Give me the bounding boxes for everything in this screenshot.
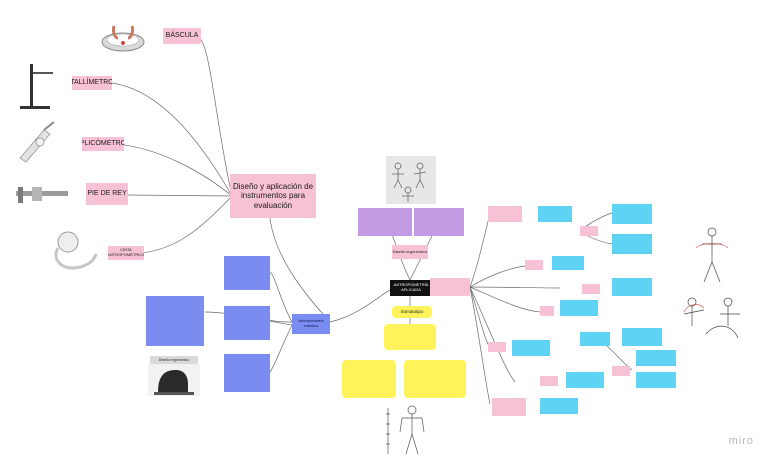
yellow-somatotype[interactable]: Somatotipo — [392, 306, 432, 318]
cyan-2[interactable] — [552, 256, 584, 270]
cyan-12[interactable] — [566, 372, 604, 388]
link-center-hub — [269, 217, 331, 323]
link-center-bascula — [197, 36, 233, 197]
instrument-cinta[interactable]: CINTA ANTROPOMÉTRICA — [108, 246, 144, 260]
scale-icon — [98, 20, 148, 54]
equipment-photo — [148, 364, 200, 396]
link-hub-anthro — [329, 289, 391, 323]
right-pink-4[interactable] — [582, 284, 600, 294]
tape-icon — [48, 226, 98, 272]
cyan-9[interactable] — [512, 340, 550, 356]
ergonomic-design[interactable]: Diseño ergonómico — [392, 245, 428, 259]
left-hub[interactable]: Antropometría estática — [292, 314, 330, 334]
link-hub-note3 — [269, 324, 293, 373]
yellow-note-1[interactable] — [384, 324, 436, 350]
stadiometer-icon — [16, 62, 60, 110]
link-center-cinta — [139, 195, 233, 254]
cyan-5[interactable] — [612, 278, 652, 296]
right-pink-5[interactable] — [540, 306, 554, 316]
pose-figure-chart — [386, 156, 436, 204]
link-right-6 — [469, 286, 516, 383]
equipment-label: Diseño ergonómico — [150, 356, 198, 364]
caliper-icon — [14, 118, 60, 166]
link-center-tallimetro — [111, 82, 233, 197]
purple-note-left[interactable] — [358, 208, 412, 236]
left-note-3[interactable] — [224, 354, 270, 392]
yellow-note-3[interactable] — [404, 360, 466, 398]
right-pink-9[interactable] — [492, 398, 526, 416]
instrument-plicometro[interactable]: PLICÓMETRO — [82, 137, 124, 151]
cyan-1[interactable] — [538, 206, 572, 222]
right-pink-7[interactable] — [612, 366, 630, 376]
joint-angles-figure — [676, 222, 750, 352]
yellow-note-2[interactable] — [342, 360, 396, 398]
central-topic[interactable]: Diseño y aplicación de instrumentos para… — [230, 174, 316, 218]
central-topic-label: Diseño y aplicación de instrumentos para… — [232, 182, 314, 210]
right-pink-hub[interactable] — [430, 278, 470, 296]
link-right-3 — [469, 286, 561, 289]
link-right-5 — [469, 286, 491, 349]
right-pink-8[interactable] — [540, 376, 558, 386]
anthropometry-node[interactable]: ANTROPOMETRÍA APLICADA — [390, 280, 432, 296]
cyan-7[interactable] — [580, 332, 610, 346]
instrument-bascula[interactable]: BÁSCULA — [163, 28, 201, 44]
link-center-pierey — [127, 194, 233, 197]
right-pink-1[interactable] — [488, 206, 522, 222]
left-note-2[interactable] — [224, 306, 270, 340]
link-center-plicometro — [123, 144, 233, 197]
link-hub-note1 — [269, 271, 293, 323]
instrument-tallimetro[interactable]: TALLÍMETRO — [72, 76, 112, 90]
miro-watermark: miro — [728, 435, 754, 447]
vernier-icon — [12, 183, 72, 207]
cyan-3[interactable] — [612, 204, 652, 224]
right-pink-3[interactable] — [580, 226, 598, 236]
link-hub-note2 — [269, 319, 293, 323]
left-note-1[interactable] — [224, 256, 270, 290]
link-right-4 — [469, 286, 541, 313]
cyan-11[interactable] — [636, 372, 676, 388]
link-right-2 — [469, 265, 526, 288]
cyan-6[interactable] — [560, 300, 598, 316]
cyan-8[interactable] — [622, 328, 662, 346]
cyan-10[interactable] — [636, 350, 676, 366]
cyan-13[interactable] — [540, 398, 578, 414]
link-right-1 — [469, 214, 491, 288]
purple-note-right[interactable] — [414, 208, 464, 236]
right-pink-6[interactable] — [488, 342, 506, 352]
cyan-4[interactable] — [612, 234, 652, 254]
left-note-4[interactable] — [146, 296, 204, 346]
body-measurement-figure — [382, 404, 438, 456]
link-right-7 — [469, 286, 491, 405]
right-pink-2[interactable] — [525, 260, 543, 270]
instrument-pie-de-rey[interactable]: PIE DE REY — [86, 183, 128, 205]
